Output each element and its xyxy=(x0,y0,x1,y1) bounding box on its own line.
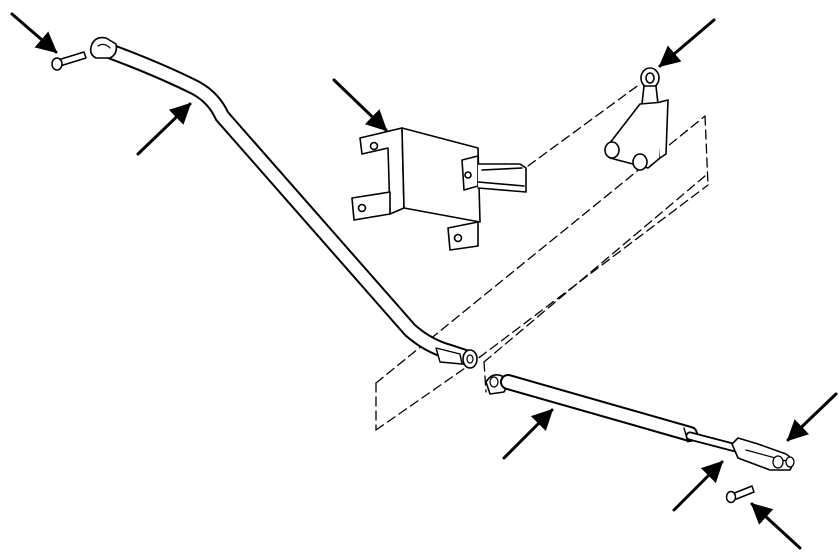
pin-right xyxy=(725,485,755,504)
pin-left xyxy=(51,51,87,71)
arrow-bracket xyxy=(332,78,388,132)
arrow-lever xyxy=(658,18,716,68)
arrow-short-rod xyxy=(502,408,554,460)
long-rod xyxy=(89,36,478,369)
callout-arrows xyxy=(10,12,838,550)
arrow-pin-right xyxy=(750,502,802,550)
bellcrank-lever xyxy=(604,67,669,171)
arrow-clevis xyxy=(786,392,838,442)
short-rod xyxy=(485,374,795,471)
arrow-long-rod xyxy=(136,102,192,156)
mounting-bracket xyxy=(351,127,527,251)
arrow-pin-left xyxy=(10,12,58,54)
arrow-rod-end xyxy=(672,460,724,512)
